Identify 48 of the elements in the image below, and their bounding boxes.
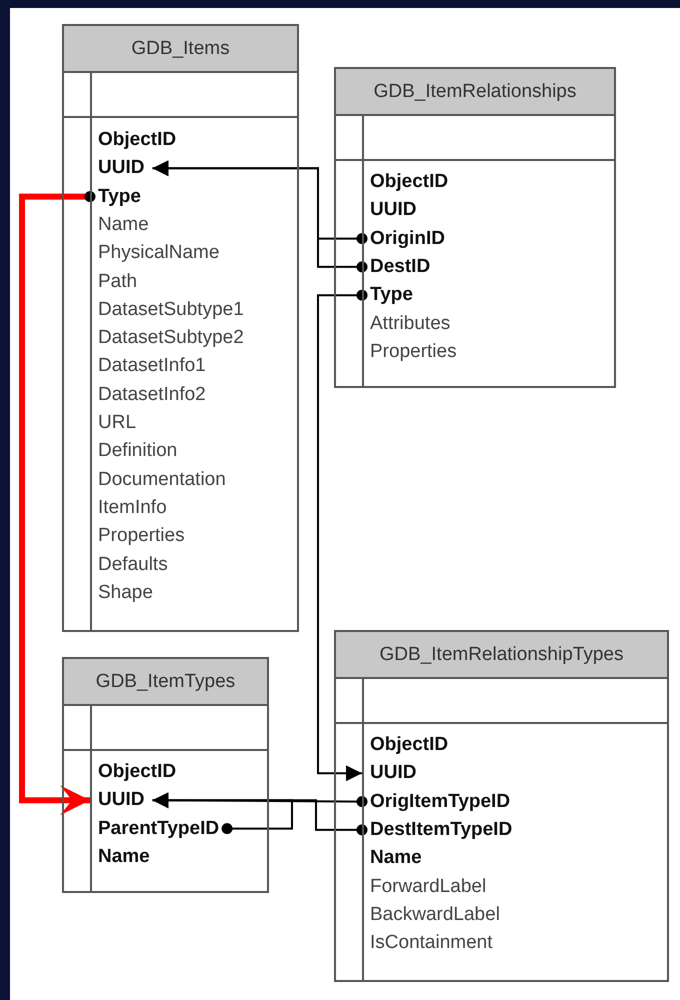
field-name: Attributes [362, 310, 458, 336]
field-name: UUID [90, 787, 152, 814]
field-name: Name [90, 212, 157, 238]
field-name: DestItemTypeID [362, 816, 520, 843]
field-name: ObjectID [362, 169, 456, 195]
relationship-connector [152, 792, 293, 834]
relationship-connector [317, 290, 368, 782]
field-name: Type [362, 282, 421, 308]
field-name: IsContainment [362, 930, 501, 956]
field-name: ForwardLabel [362, 874, 494, 900]
field-name: PhysicalName [90, 240, 228, 266]
table-title: GDB_ItemRelationshipTypes [380, 644, 624, 666]
table-box [334, 630, 669, 982]
field-name: Name [90, 844, 158, 870]
field-name: OrigItemTypeID [362, 788, 518, 815]
field-name: DatasetInfo1 [90, 353, 214, 380]
table-box [62, 24, 299, 632]
field-name: ObjectID [362, 732, 456, 758]
field-name: BackwardLabel [362, 902, 508, 928]
field-name: DatasetInfo2 [90, 382, 214, 408]
field-name: UUID [362, 197, 424, 224]
field-name: URL [90, 410, 144, 436]
table-box [62, 657, 269, 893]
field-name: Properties [362, 338, 465, 365]
field-name: DatasetSubtype2 [90, 325, 252, 352]
field-name: ObjectID [90, 127, 184, 153]
relationship-connector [19, 191, 96, 816]
field-name: UUID [362, 760, 424, 786]
field-name: Properties [90, 523, 193, 550]
field-name: OriginID [362, 226, 453, 252]
field-name: UUID [90, 155, 152, 182]
field-name: Defaults [90, 552, 176, 578]
field-name: Type [90, 184, 149, 210]
field-name: ItemInfo [90, 494, 175, 521]
field-name: Path [90, 268, 146, 294]
field-name: ObjectID [90, 759, 184, 785]
field-name: Shape [90, 580, 161, 606]
field-name: ParentTypeID [90, 816, 228, 842]
field-name: Definition [90, 438, 186, 464]
field-name: Documentation [90, 466, 234, 493]
field-name: Name [362, 845, 430, 872]
relationship-connector [152, 160, 368, 272]
table-box [334, 67, 616, 388]
field-name: DatasetSubtype1 [90, 296, 252, 323]
table-title: GDB_ItemTypes [96, 670, 236, 692]
field-name: DestID [362, 254, 438, 280]
table-title: GDB_ItemRelationships [374, 80, 576, 102]
table-title: GDB_Items [131, 38, 230, 60]
